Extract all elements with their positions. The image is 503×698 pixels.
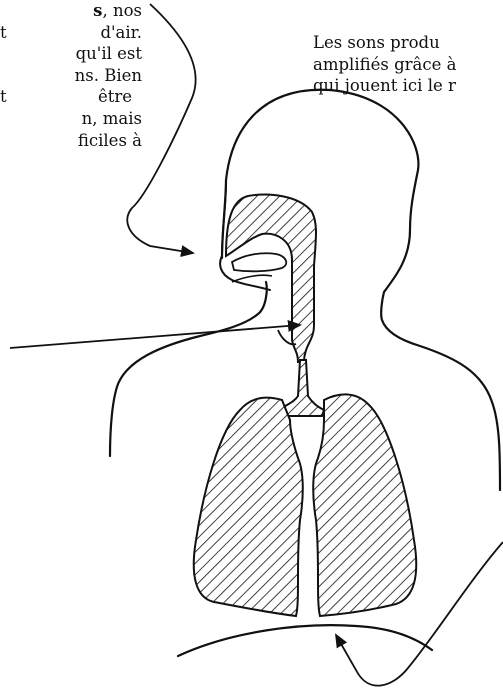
diaphragm-curve [178,625,432,656]
left-lung-hatched [194,398,303,616]
arrow-to-larynx [10,325,300,348]
tongue-outline [232,253,286,271]
right-lung-hatched [313,394,416,616]
arrow-to-mouth [127,4,195,253]
airway-hatched [226,195,316,362]
trachea-hatched [282,360,324,416]
